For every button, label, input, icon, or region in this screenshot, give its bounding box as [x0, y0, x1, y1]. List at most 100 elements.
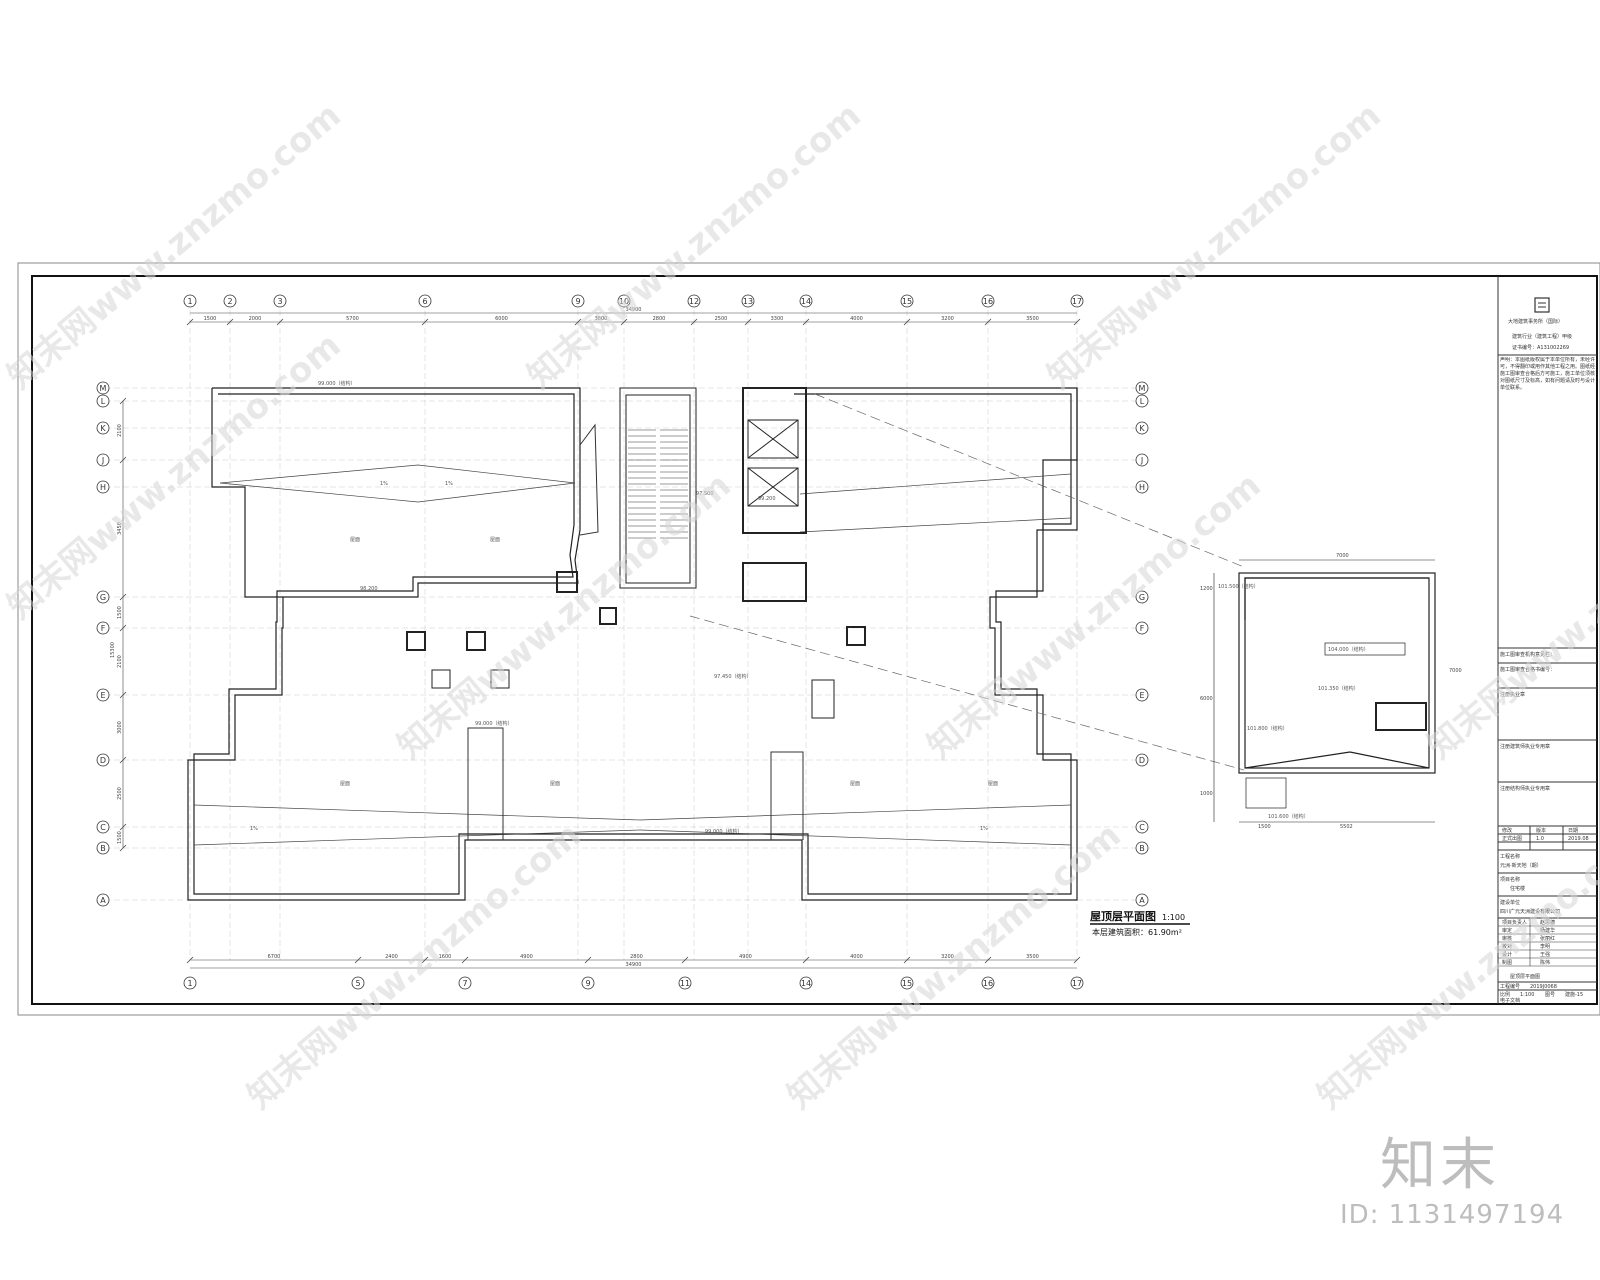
bottom-dim-tick: [802, 956, 810, 964]
room-label-1: 屋面: [350, 537, 360, 543]
slope-label-2: 1%: [445, 481, 453, 487]
bottom-axis-14: 14: [799, 976, 813, 990]
version-value: 1.0: [1536, 836, 1544, 842]
drawing-scale: 1:100: [1162, 913, 1185, 922]
drawing-status: 正式出图: [1502, 835, 1522, 842]
firm-license: 建筑行业（建筑工程）甲级: [1512, 333, 1572, 340]
axis-circle: [351, 976, 365, 990]
axis-circle: [1135, 421, 1149, 435]
project-label: 工程名称: [1500, 853, 1520, 860]
bottom-dim-value: 4900: [739, 954, 752, 960]
scale-label: 比例: [1500, 991, 1510, 998]
elevation-6: 99.000（结构）: [475, 720, 513, 727]
roof-slope-lines: [193, 464, 1072, 846]
elevation-5: 97.450（结构）: [714, 673, 752, 680]
axis-circle: [96, 394, 110, 408]
axis-label: D: [100, 756, 106, 765]
left-dim-tick: [119, 844, 127, 852]
axis-circle: [687, 294, 701, 308]
top-dim-value: 6000: [495, 316, 508, 322]
axis-label: 14: [801, 297, 811, 306]
client-name: 四川广元天洲建设有限公司: [1500, 908, 1560, 915]
left-dim-tick: [119, 691, 127, 699]
right-axis-A: A: [1135, 893, 1149, 907]
axis-label: 16: [983, 979, 993, 988]
axis-label: 13: [743, 297, 753, 306]
top-axis-12: 12: [687, 294, 701, 308]
detail-left-dim-2: 6000: [1200, 696, 1213, 702]
left-axis-H: H: [96, 480, 110, 494]
role-person: 陈伟: [1540, 959, 1550, 966]
room-label-6: 屋面: [988, 781, 998, 787]
left-dim-tick: [119, 624, 127, 632]
bottom-dim-tick: [461, 956, 469, 964]
axis-label: K: [100, 424, 106, 433]
axis-label: 17: [1072, 297, 1082, 306]
axis-circle: [1135, 753, 1149, 767]
top-dim-tick: [276, 318, 284, 326]
brand-logo: 知末: [1380, 1133, 1500, 1198]
top-axis-15: 15: [900, 294, 914, 308]
top-dim-value: 1500: [204, 316, 217, 322]
watermark-2: 知末网www.znzmo.com: [520, 95, 869, 397]
axis-label: G: [1139, 593, 1145, 602]
role-person: 李明: [1540, 943, 1550, 950]
floor-area: 本层建筑面积：61.90m²: [1092, 927, 1182, 937]
role-title: 设计: [1502, 951, 1512, 958]
axis-label: C: [100, 823, 106, 832]
copyright-notice: 声明：本图纸版权属于本单位所有，未经许可，不得翻印或用作其他工程之用。图纸经施工…: [1500, 357, 1595, 391]
elevation-3: 99.200: [758, 496, 776, 502]
axis-label: 7: [462, 979, 467, 988]
left-dim-total: 15300: [110, 642, 116, 658]
axis-circle: [1135, 621, 1149, 635]
axis-circle: [1135, 688, 1149, 702]
axis-circle: [458, 976, 472, 990]
bottom-dim-tick: [186, 956, 194, 964]
sheet-inner-border: [31, 275, 1598, 1005]
axis-circle: [900, 976, 914, 990]
top-dim-value: 3200: [941, 316, 954, 322]
left-axis-B: B: [96, 841, 110, 855]
axis-circle: [617, 294, 631, 308]
axis-circle: [741, 294, 755, 308]
axis-label: 1: [187, 979, 192, 988]
projection-lines: [689, 393, 1245, 771]
axis-circle: [981, 976, 995, 990]
sheet-value: 建施-15: [1565, 991, 1583, 998]
top-dim-value: 3500: [1026, 316, 1039, 322]
axis-circle: [1135, 820, 1149, 834]
sheet-label: 图号: [1545, 992, 1555, 998]
axis-circle: [96, 480, 110, 494]
top-axis-14: 14: [799, 294, 813, 308]
project-name: 元洲·新天地（期）: [1500, 862, 1542, 869]
axis-circle: [418, 294, 432, 308]
axis-label: B: [100, 844, 106, 853]
right-axis-L: L: [1135, 394, 1149, 408]
right-axis-M: M: [1135, 381, 1149, 395]
left-axis-J: J: [96, 453, 110, 467]
axis-circle: [799, 976, 813, 990]
top-dim-value: 2000: [249, 316, 262, 322]
bottom-dim-tick: [1073, 956, 1081, 964]
roof-outline: [187, 387, 1078, 901]
top-dim-tick: [802, 318, 810, 326]
axis-label: L: [101, 397, 106, 406]
axis-label: F: [1140, 624, 1145, 633]
axis-circle: [96, 820, 110, 834]
role-title: 审定: [1502, 927, 1512, 934]
axis-circle: [1135, 480, 1149, 494]
detail-right-dim: 7000: [1449, 668, 1462, 674]
axis-label: J: [101, 456, 104, 465]
field-review-opinion: 施工图审查机构意见栏：: [1500, 651, 1555, 658]
title-block: 大地建筑事务所（国际） 建筑行业（建筑工程）甲级 证书编号：A131002269…: [1497, 276, 1597, 1004]
detail-elev-2: 101.800（结构）: [1247, 725, 1288, 732]
elevation-2: 97.500: [696, 491, 714, 497]
axis-label: 14: [801, 979, 811, 988]
slope-label-4: 1%: [980, 826, 988, 832]
axis-circle: [571, 294, 585, 308]
right-axis-H: H: [1135, 480, 1149, 494]
axis-circle: [581, 976, 595, 990]
field-architect-seal: 注册建筑师执业专用章: [1500, 743, 1550, 750]
role-title: 项目负责人: [1502, 919, 1527, 926]
